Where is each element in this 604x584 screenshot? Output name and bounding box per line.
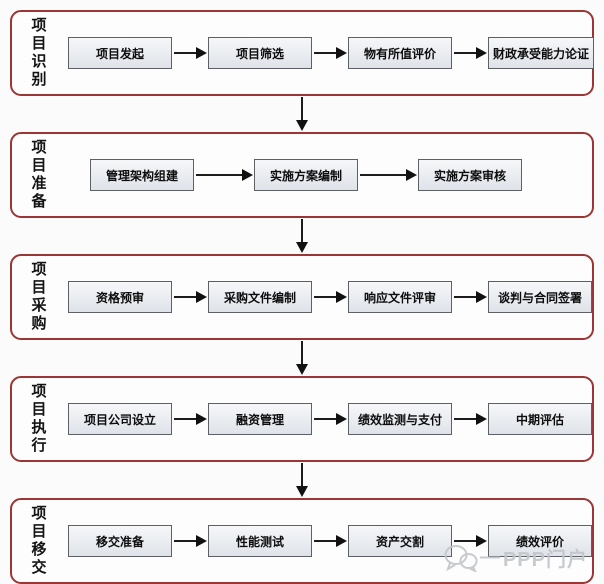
arrow-right-icon — [454, 413, 487, 425]
arrow-down-icon — [296, 463, 308, 497]
step-box: 绩效评价 — [488, 525, 592, 557]
arrow-right-icon — [174, 47, 207, 59]
phase-label: 项目移交 — [29, 505, 47, 577]
arrow-right-icon — [454, 291, 487, 303]
arrow-right-icon — [174, 291, 207, 303]
arrow-right-icon — [196, 169, 253, 181]
steps-row: 项目公司设立 融资管理 绩效监测与支付 中期评估 — [64, 403, 604, 435]
step-box: 实施方案编制 — [254, 159, 358, 191]
arrow-down-icon — [296, 219, 308, 253]
steps-row: 资格预审 采购文件编制 响应文件评审 谈判与合同签署 — [64, 281, 604, 313]
phase-connector — [0, 96, 604, 132]
phase-label: 项目识别 — [29, 17, 47, 89]
phase-section-transfer: 项目移交 移交准备 性能测试 资产交割 绩效评价 — [10, 498, 594, 584]
step-box: 中期评估 — [488, 403, 592, 435]
step-box: 移交准备 — [68, 525, 172, 557]
step-box: 资格预审 — [68, 281, 172, 313]
arrow-right-icon — [174, 413, 207, 425]
arrow-right-icon — [454, 535, 487, 547]
steps-row: 管理架构组建 实施方案编制 实施方案审核 — [64, 159, 592, 191]
step-box: 资产交割 — [348, 525, 452, 557]
step-box: 采购文件编制 — [208, 281, 312, 313]
step-box: 响应文件评审 — [348, 281, 452, 313]
step-box: 财政承受能力论证 — [488, 37, 595, 69]
step-box: 项目发起 — [68, 37, 172, 69]
phase-connector — [0, 218, 604, 254]
arrow-down-icon — [296, 97, 308, 131]
step-box: 绩效监测与支付 — [348, 403, 452, 435]
step-box: 融资管理 — [208, 403, 312, 435]
step-box: 项目筛选 — [208, 37, 312, 69]
phase-label: 项目准备 — [29, 139, 47, 211]
step-box: 管理架构组建 — [90, 159, 194, 191]
step-box: 项目公司设立 — [68, 403, 172, 435]
arrow-right-icon — [360, 169, 417, 181]
step-box: 谈判与合同签署 — [488, 281, 592, 313]
arrow-right-icon — [314, 413, 347, 425]
arrow-down-icon — [296, 341, 308, 375]
step-box: 物有所值评价 — [348, 37, 452, 69]
phase-section-execution: 项目执行 项目公司设立 融资管理 绩效监测与支付 中期评估 — [10, 376, 594, 462]
arrow-right-icon — [174, 535, 207, 547]
arrow-right-icon — [314, 535, 347, 547]
arrow-right-icon — [314, 291, 347, 303]
steps-row: 项目发起 项目筛选 物有所值评价 财政承受能力论证 — [64, 37, 604, 69]
phase-section-preparation: 项目准备 管理架构组建 实施方案编制 实施方案审核 — [10, 132, 594, 218]
phase-connector — [0, 462, 604, 498]
phase-section-identification: 项目识别 项目发起 项目筛选 物有所值评价 财政承受能力论证 — [10, 10, 595, 96]
phase-connector — [0, 340, 604, 376]
arrow-right-icon — [314, 47, 347, 59]
step-box: 性能测试 — [208, 525, 312, 557]
phase-label: 项目采购 — [29, 261, 47, 333]
step-box: 实施方案审核 — [418, 159, 522, 191]
phase-label: 项目执行 — [29, 383, 47, 455]
arrow-right-icon — [454, 47, 487, 59]
steps-row: 移交准备 性能测试 资产交割 绩效评价 — [64, 525, 604, 557]
phase-section-procurement: 项目采购 资格预审 采购文件编制 响应文件评审 谈判与合同签署 — [10, 254, 594, 340]
